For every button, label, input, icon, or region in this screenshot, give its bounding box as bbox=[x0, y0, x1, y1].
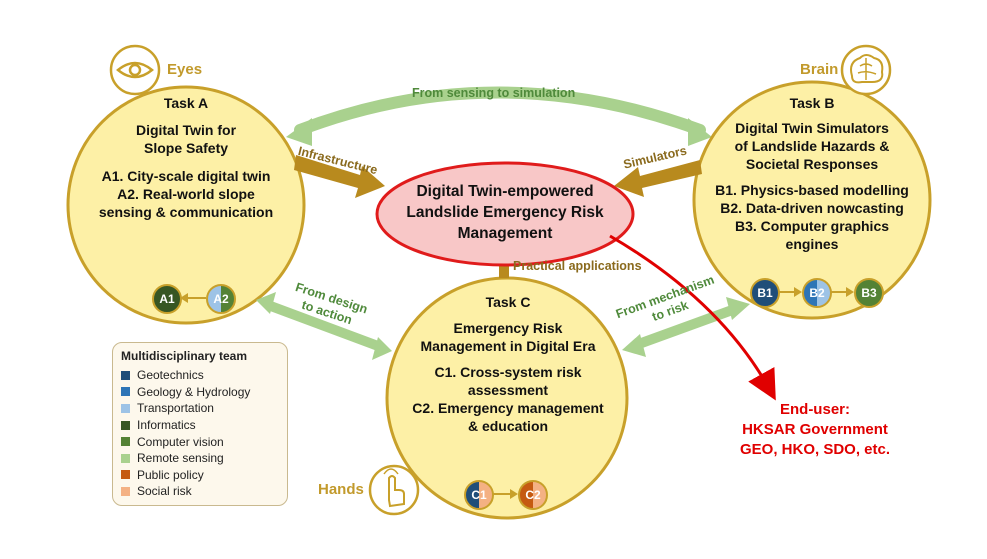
task-a-subtitle-2: Slope Safety bbox=[143, 140, 229, 156]
b-badge-connector-head-2 bbox=[846, 287, 854, 297]
legend-swatch bbox=[121, 486, 130, 496]
simulators-arrow bbox=[614, 160, 702, 197]
center-text: Digital Twin-empowered Landslide Emergen… bbox=[385, 181, 625, 244]
sensing-arrowhead-left bbox=[286, 118, 312, 146]
design-to-action-arrow bbox=[266, 300, 380, 351]
task-c-title: Task C bbox=[485, 294, 531, 310]
legend-item: Informatics bbox=[121, 417, 279, 434]
task-b-title: Task B bbox=[789, 95, 835, 111]
task-a-text: Task A Digital Twin for Slope Safety A1.… bbox=[76, 94, 296, 221]
task-b-subtitle-3: Societal Responses bbox=[745, 156, 879, 172]
end-user-line-3: GEO, HKO, SDO, etc. bbox=[739, 441, 891, 458]
practical-applications-label: Practical applications bbox=[513, 259, 642, 273]
legend-swatch bbox=[121, 387, 130, 397]
task-c-item-1a: C1. Cross-system risk bbox=[434, 364, 582, 380]
center-line-2: Landslide Emergency Risk bbox=[406, 204, 604, 221]
legend-item: Geology & Hydrology bbox=[121, 384, 279, 401]
sensing-to-simulation-arrow bbox=[294, 86, 706, 136]
legend-swatch bbox=[121, 370, 130, 380]
legend-item-label: Social risk bbox=[137, 484, 192, 499]
mechanism-arrowhead-b bbox=[726, 297, 750, 320]
legend-item-label: Geology & Hydrology bbox=[137, 384, 251, 399]
end-user-arrow bbox=[609, 234, 776, 401]
badge-a1: A1 bbox=[152, 284, 182, 314]
hands-label: Hands bbox=[318, 481, 364, 498]
eyes-label: Eyes bbox=[167, 61, 203, 78]
legend-item: Geotechnics bbox=[121, 367, 279, 384]
legend-item-label: Informatics bbox=[137, 418, 196, 433]
legend-item-label: Remote sensing bbox=[137, 451, 224, 466]
legend-item: Remote sensing bbox=[121, 450, 279, 467]
badge-c1: C1 bbox=[464, 480, 494, 510]
task-c-subtitle-2: Management in Digital Era bbox=[420, 338, 596, 354]
legend-swatch bbox=[121, 470, 130, 480]
legend-item: Public policy bbox=[121, 467, 279, 484]
end-user-text: End-user: HKSAR Government GEO, HKO, SDO… bbox=[700, 400, 930, 460]
task-a-item-2a: A2. Real-world slope bbox=[117, 186, 255, 202]
legend-item-label: Computer vision bbox=[137, 434, 224, 449]
legend-swatch bbox=[121, 403, 130, 413]
eye-icon bbox=[109, 44, 161, 96]
task-a-subtitle-1: Digital Twin for bbox=[135, 122, 237, 138]
center-line-1: Digital Twin-empowered bbox=[416, 183, 594, 200]
hand-pointer-icon bbox=[368, 464, 420, 516]
task-b-subtitle-2: of Landslide Hazards & bbox=[734, 138, 890, 154]
center-ellipse bbox=[375, 161, 635, 267]
legend-item-label: Geotechnics bbox=[137, 368, 204, 383]
task-c-item-1b: assessment bbox=[467, 382, 549, 398]
badge-b3: B3 bbox=[854, 278, 884, 308]
task-b-item-1: B1. Physics-based modelling bbox=[715, 182, 909, 198]
infrastructure-arrow bbox=[294, 155, 385, 198]
badge-b1: B1 bbox=[750, 278, 780, 308]
task-c-item-2b: & education bbox=[467, 418, 549, 434]
center-line-3: Management bbox=[457, 225, 553, 242]
a-badge-connector-head bbox=[180, 293, 188, 303]
task-c-text: Task C Emergency Risk Management in Digi… bbox=[390, 293, 626, 435]
sensing-to-simulation-label: From sensing to simulation bbox=[412, 86, 576, 100]
badge-c2: C2 bbox=[518, 480, 548, 510]
c-badge-connector-head bbox=[510, 489, 518, 499]
task-a-title: Task A bbox=[163, 95, 209, 111]
b-badge-connector-head-1 bbox=[794, 287, 802, 297]
task-c-item-2a: C2. Emergency management bbox=[412, 400, 604, 416]
legend-item: Transportation bbox=[121, 400, 279, 417]
task-b-circle bbox=[692, 80, 932, 320]
end-user-line-1: End-user: bbox=[779, 401, 850, 418]
legend-swatch bbox=[121, 437, 130, 447]
legend-item: Social risk bbox=[121, 483, 279, 500]
mechanism-arrowhead-c bbox=[622, 334, 646, 357]
end-user-line-2: HKSAR Government bbox=[742, 421, 888, 438]
legend-item: Computer vision bbox=[121, 433, 279, 450]
task-b-text: Task B Digital Twin Simulators of Landsl… bbox=[697, 94, 927, 253]
brain-icon bbox=[840, 44, 892, 96]
task-b-subtitle-1: Digital Twin Simulators bbox=[735, 120, 889, 136]
legend-item-label: Public policy bbox=[137, 467, 204, 482]
legend-item-label: Transportation bbox=[137, 401, 214, 416]
design-arrowhead-a bbox=[256, 292, 276, 314]
badge-b2: B2 bbox=[802, 278, 832, 308]
legend-title: Multidisciplinary team bbox=[121, 349, 248, 363]
task-a-item-1: A1. City-scale digital twin bbox=[101, 168, 271, 184]
task-b-item-3a: B3. Computer graphics bbox=[734, 218, 890, 234]
task-c-subtitle-1: Emergency Risk bbox=[453, 320, 563, 336]
brain-label: Brain bbox=[800, 61, 839, 78]
design-arrowhead-c bbox=[372, 337, 392, 360]
mechanism-to-risk-arrow bbox=[634, 304, 737, 350]
task-b-item-2: B2. Data-driven nowcasting bbox=[720, 200, 904, 216]
task-a-item-2b: sensing & communication bbox=[98, 204, 274, 220]
sensing-arrowhead-right bbox=[688, 118, 712, 146]
legend-swatch bbox=[121, 420, 130, 430]
legend-swatch bbox=[121, 453, 130, 463]
task-a-circle bbox=[66, 85, 306, 325]
task-b-item-3b: engines bbox=[785, 236, 839, 252]
badge-a2: A2 bbox=[206, 284, 236, 314]
